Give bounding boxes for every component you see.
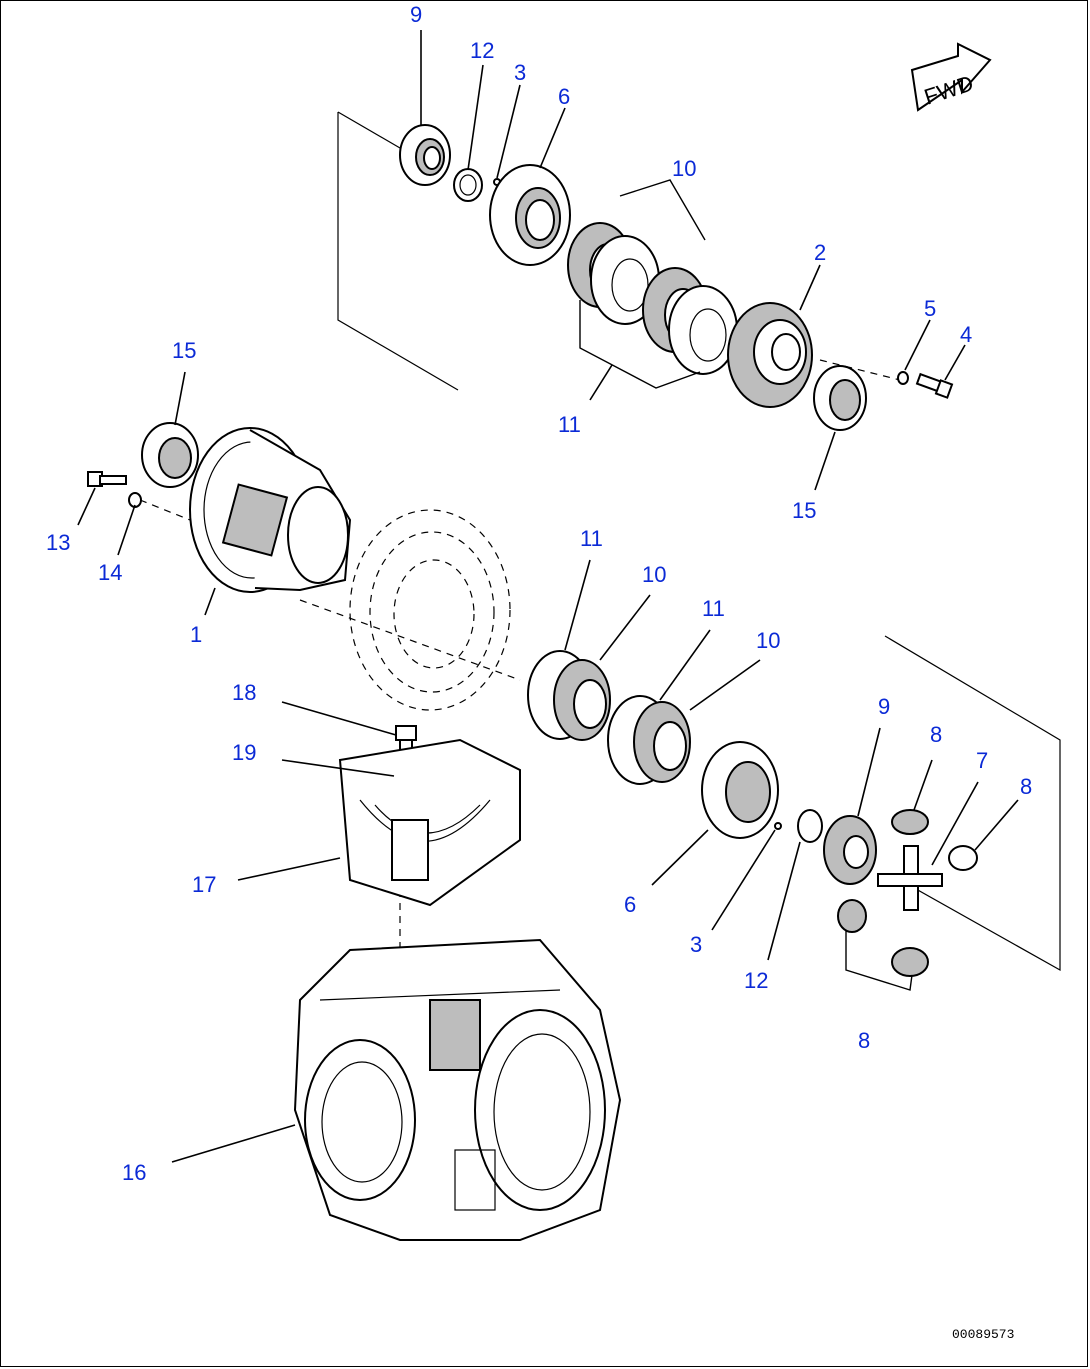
callout-12-lower: 12 [744,968,768,993]
axis-line-right [819,359,901,381]
bearing-left [141,422,199,488]
callout-11-mid: 11 [580,526,603,551]
drawing-code: 00089573 [952,1327,1014,1342]
callout-18: 18 [232,680,256,705]
friction-disc-lower-1 [553,659,611,741]
callout-11-lower: 11 [702,596,725,621]
bearing-right [813,365,867,431]
differential-housing [189,427,352,593]
washer-left [128,492,142,508]
washer-right [897,371,909,385]
forward-direction-arrow: FWD [910,42,992,112]
bracket-8-lower [845,930,913,991]
callout-6-upper: 6 [558,84,570,109]
callout-10-upper: 10 [672,156,696,181]
bracket-10-upper [619,179,706,241]
pinion-gear-right [948,845,978,871]
callout-12-upper: 12 [470,38,494,63]
callout-8-top: 8 [930,722,942,747]
callout-10-lower: 10 [756,628,780,653]
callout-1: 1 [190,622,202,647]
side-gear-upper [399,124,451,186]
thrust-washer-upper [453,168,483,202]
callout-5: 5 [924,296,936,321]
callout-11-upper: 11 [558,412,581,437]
guard-bracket [338,738,521,907]
callout-8-right: 8 [1020,774,1032,799]
differential-case-half-upper [489,164,571,266]
callout-15-left: 15 [172,338,196,363]
differential-cover [727,302,813,408]
callout-labels: 9 12 3 6 10 2 5 4 11 15 15 13 14 1 11 10… [46,2,1032,1185]
bolt-right [915,372,954,399]
callout-10-mid: 10 [642,562,666,587]
ring-gear-phantom [349,509,511,711]
callout-19: 19 [232,740,256,765]
bracket-11-upper [579,300,701,389]
pinion-gear-top [891,809,929,835]
callout-4: 4 [960,322,972,347]
callout-9-upper: 9 [410,2,422,27]
axis-line-center [299,599,521,681]
assembly-outline-lower [884,635,1061,972]
pinion-spider [877,845,943,911]
steel-plate-upper-2 [668,285,738,375]
callout-9-lower: 9 [878,694,890,719]
callout-15-right: 15 [792,498,816,523]
callout-13: 13 [46,530,70,555]
pinion-gear-bottom [891,947,929,977]
callout-2: 2 [814,240,826,265]
side-gear-lower [823,815,877,885]
pinion-gear-left [837,899,867,933]
friction-disc-lower-2 [633,701,691,783]
callout-3-lower: 3 [690,932,702,957]
leader-lines [77,30,1019,1163]
callout-6-lower: 6 [624,892,636,917]
callout-14: 14 [98,560,122,585]
assembly-outline-upper [337,111,459,391]
pin-lower [774,822,782,830]
differential-case-half-lower [701,741,779,839]
callout-17: 17 [192,872,216,897]
axis-line-left [139,499,191,521]
bolt-left [87,471,127,487]
callout-16: 16 [122,1160,146,1185]
callout-7: 7 [976,748,988,773]
axle-housing [293,938,622,1241]
callout-8-bottom: 8 [858,1028,870,1053]
callout-3-upper: 3 [514,60,526,85]
thrust-washer-lower [797,809,823,843]
